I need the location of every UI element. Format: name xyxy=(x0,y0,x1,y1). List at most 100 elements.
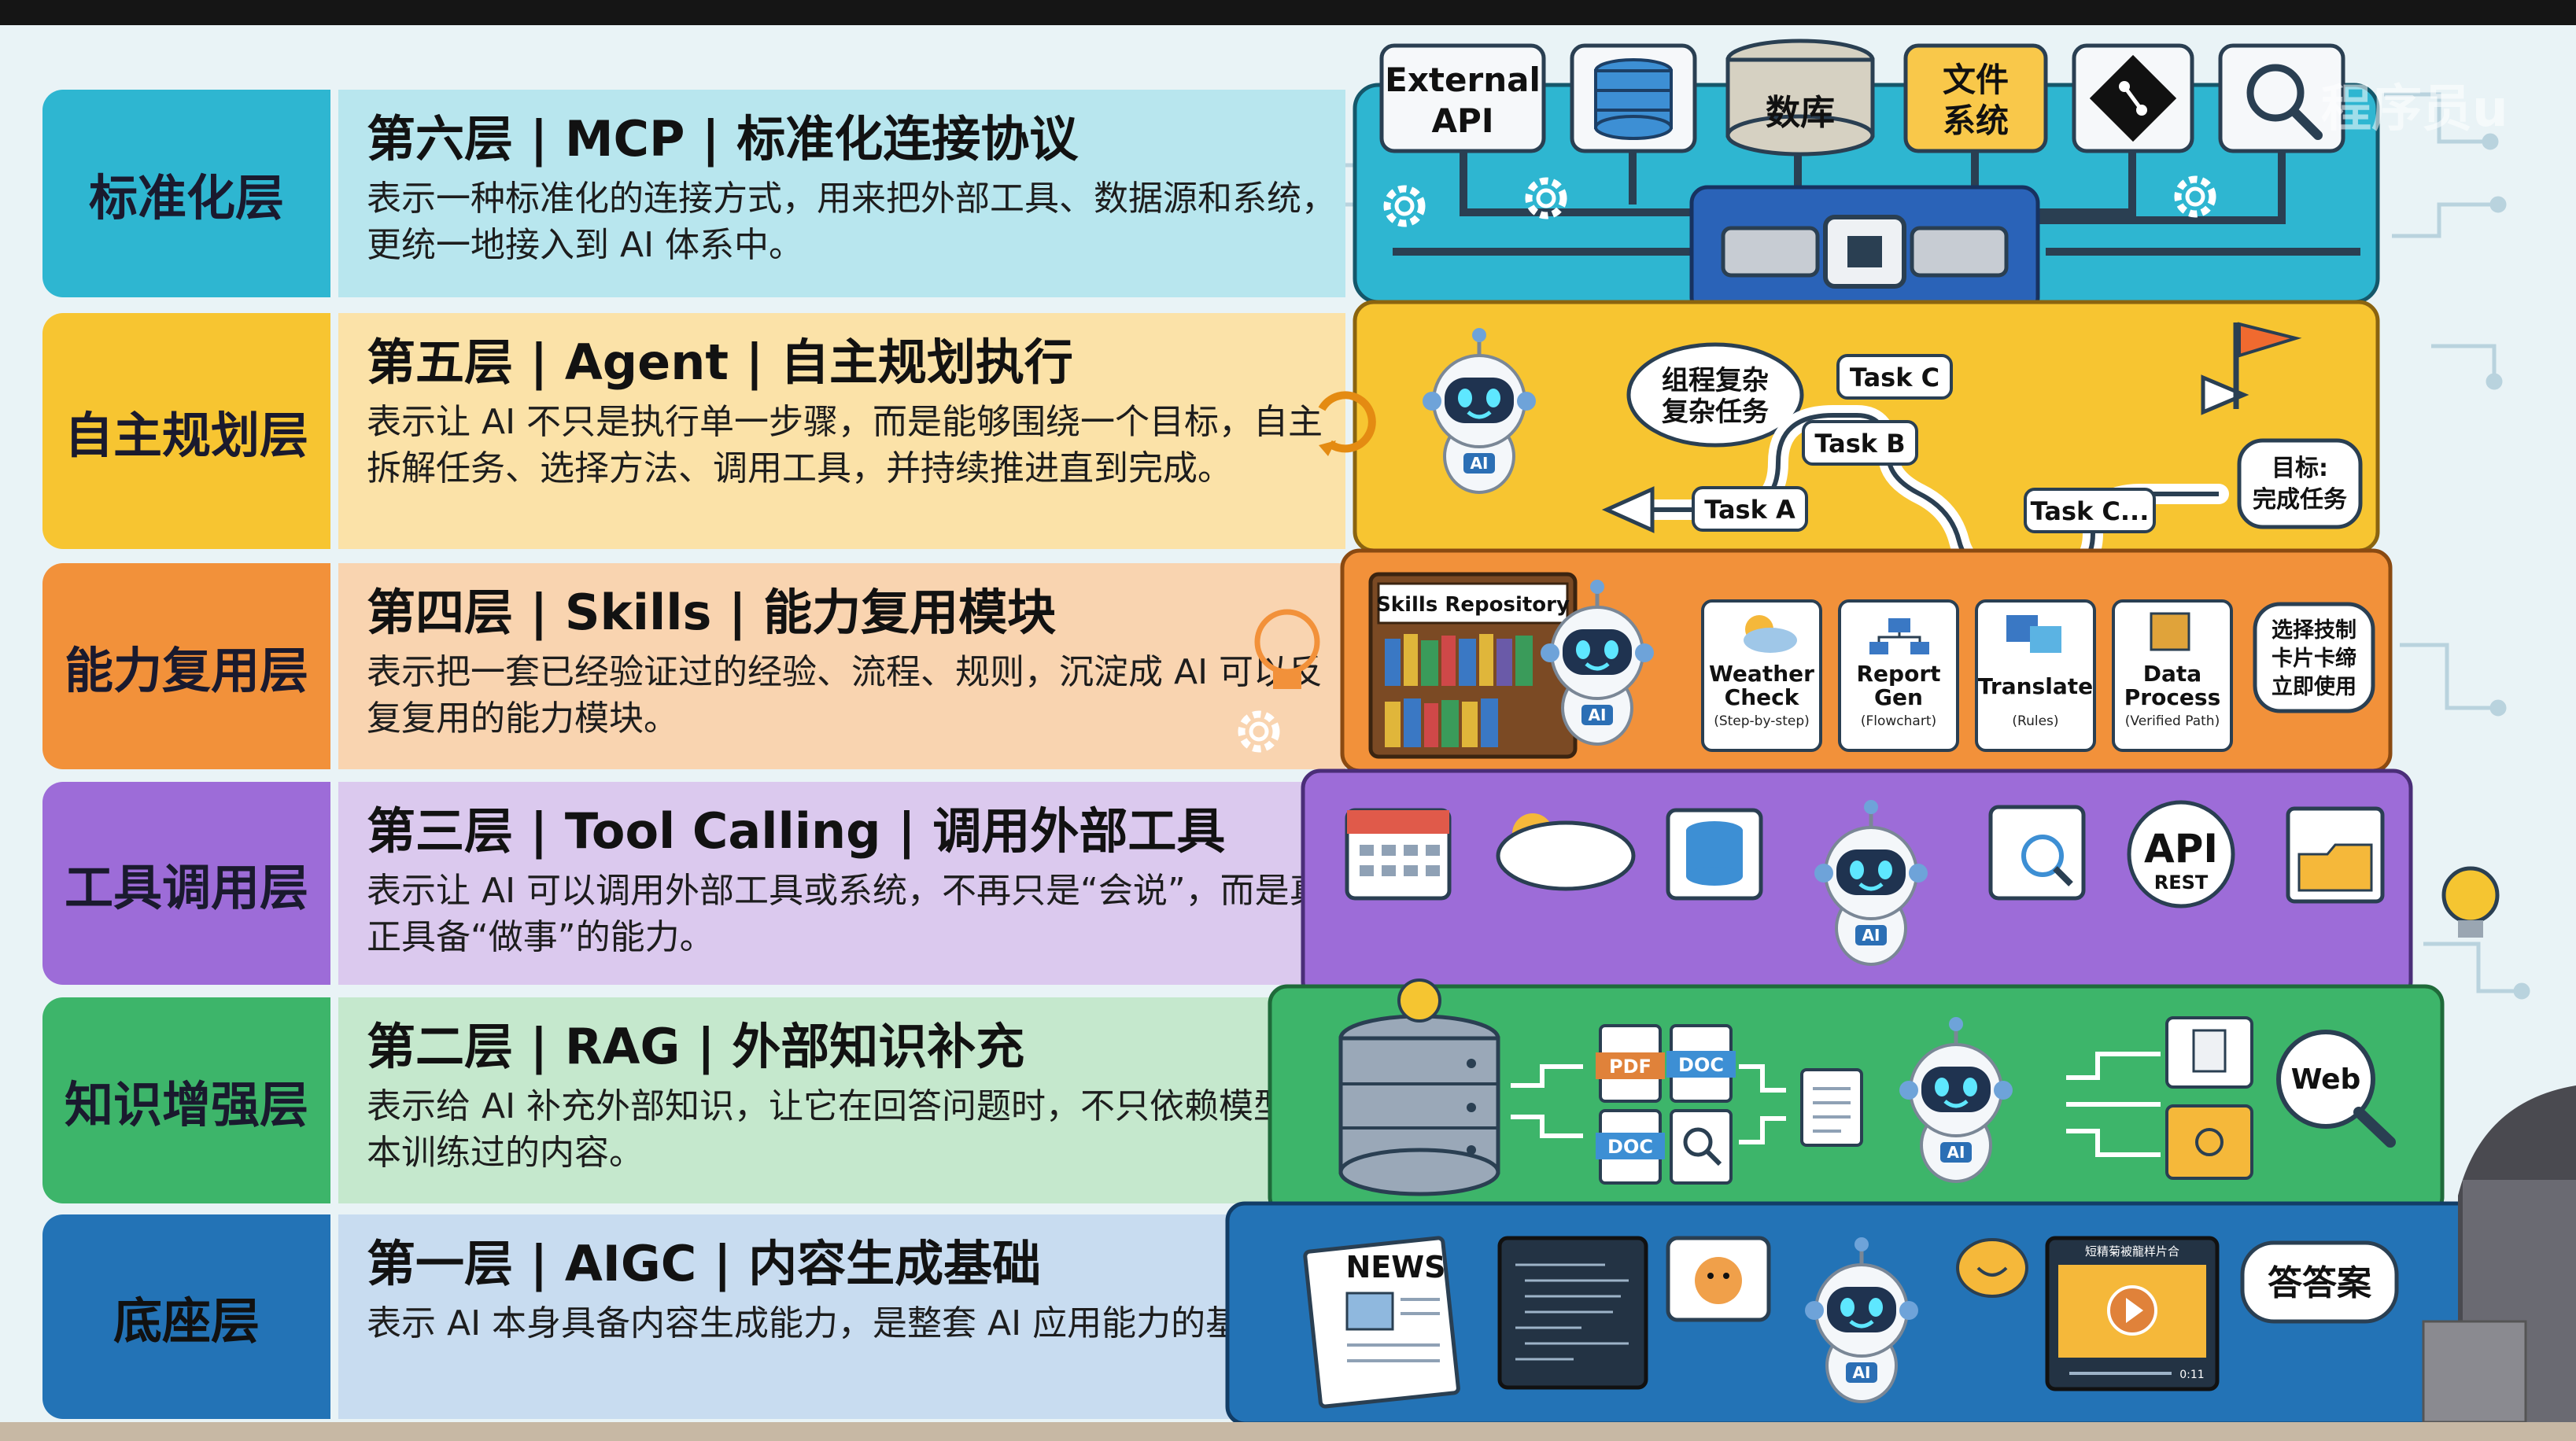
svg-text:External: External xyxy=(1385,61,1541,99)
svg-text:Web: Web xyxy=(2291,1063,2361,1096)
svg-text:PDF: PDF xyxy=(1609,1056,1652,1078)
layer-5-title: 第五层 | Agent | 自主规划执行 xyxy=(367,334,1073,391)
svg-text:(Step-by-step): (Step-by-step) xyxy=(1714,713,1810,729)
svg-text:API: API xyxy=(2144,826,2218,872)
ai-badge: AI xyxy=(1862,926,1880,945)
svg-text:Translate: Translate xyxy=(1978,673,2093,699)
webcam-overlay xyxy=(2422,1085,2576,1424)
svg-text:数库: 数库 xyxy=(1766,93,1835,133)
layer-3-body: 表示让 AI 可以调用外部工具或系统，不再只是“会说”，而是真正具备“做事”的能… xyxy=(367,871,1324,958)
layer-6-description: 第六层 | MCP | 标准化连接协议 表示一种标准化的连接方式，用来把外部工具… xyxy=(338,90,1345,297)
layer-1-body: 表示 AI 本身具备内容生成能力，是整套 AI 应用能力的基础。 xyxy=(367,1303,1310,1344)
svg-text:Gen: Gen xyxy=(1874,684,1923,710)
svg-text:0:11: 0:11 xyxy=(2179,1369,2204,1381)
database-cylinder: 数库 xyxy=(1725,39,1875,157)
database-server-icon xyxy=(1338,978,1500,1196)
svg-text:文件: 文件 xyxy=(1943,61,2009,99)
svg-text:Data: Data xyxy=(2143,661,2201,687)
layer-1-description: 第一层 | AIGC | 内容生成基础 表示 AI 本身具备内容生成能力，是整套… xyxy=(338,1214,1345,1419)
layer-3-description: 第三层 | Tool Calling | 调用外部工具 表示让 AI 可以调用外… xyxy=(338,782,1345,985)
gear-icon xyxy=(1242,714,1276,749)
weather-cloud-icon xyxy=(1496,813,1636,891)
svg-text:DOC: DOC xyxy=(1678,1054,1724,1076)
svg-text:(Flowchart): (Flowchart) xyxy=(1861,713,1936,729)
layer-1-label: 底座层 xyxy=(42,1214,330,1419)
svg-text:Task C: Task C xyxy=(1850,363,1939,392)
folder-icon xyxy=(2165,1104,2253,1180)
doc-icon: DOC xyxy=(1666,1024,1736,1103)
document-icon xyxy=(2165,1016,2253,1089)
skills-repository-shelf: Skills Repository xyxy=(1368,572,1578,759)
ai-badge: AI xyxy=(1947,1143,1965,1162)
bottom-bar xyxy=(0,1422,2576,1441)
goal-bubble: 目标: 完成任务 xyxy=(2237,438,2363,529)
svg-text:Check: Check xyxy=(1725,684,1800,710)
ai-badge: AI xyxy=(1589,706,1607,724)
layer-4-label: 能力复用层 xyxy=(42,563,330,769)
svg-text:完成任务: 完成任务 xyxy=(2253,486,2347,514)
task-c-label: Task C xyxy=(1836,354,1953,400)
svg-text:Task A: Task A xyxy=(1704,495,1795,525)
layer-4-title: 第四层 | Skills | 能力复用模块 xyxy=(367,584,1057,641)
svg-text:答答案: 答答案 xyxy=(2268,1263,2372,1303)
mcp-layer-panel: External API 数库 文件 系统 xyxy=(1353,39,2380,315)
layer-2-body: 表示给 AI 补充外部知识，让它在回答问题时，不只依赖模型原本训练过的内容。 xyxy=(367,1086,1323,1174)
layer-3-title: 第三层 | Tool Calling | 调用外部工具 xyxy=(367,802,1226,860)
layer-4-body: 表示把一套已经验证过的经验、流程、规则，沉淀成 AI 可以反复复用的能力模块。 xyxy=(367,652,1323,739)
layer-4-description: 第四层 | Skills | 能力复用模块 表示把一套已经验证过的经验、流程、规… xyxy=(338,563,1345,769)
layer-6-label: 标准化层 xyxy=(42,90,330,297)
skill-card-report: Report Gen (Flowchart) xyxy=(1838,599,1959,752)
skill-card-weather: Weather Check (Step-by-step) xyxy=(1701,599,1822,752)
svg-text:短精菊被龍样片合: 短精菊被龍样片合 xyxy=(2085,1244,2179,1259)
svg-text:复杂任务: 复杂任务 xyxy=(1662,396,1769,428)
search-doc-icon xyxy=(1988,805,2086,901)
search-icon xyxy=(2218,43,2345,153)
skills-layer-panel: Skills Repository Weather Check (Step-by… xyxy=(1242,474,2458,773)
pdf-doc-icon: PDF xyxy=(1596,1024,1665,1103)
tools-layer-panel: API REST AI xyxy=(1301,768,2500,1001)
watermark: 程序员u xyxy=(2321,80,2508,138)
rag-layer-panel: PDF DOC DOC xyxy=(1268,978,2445,1217)
task-b-label: Task B xyxy=(1802,420,1918,466)
layer-2-title: 第二层 | RAG | 外部知识补充 xyxy=(367,1018,1025,1075)
folder-icon xyxy=(2286,806,2385,904)
svg-text:目标:: 目标: xyxy=(2272,455,2328,482)
svg-text:REST: REST xyxy=(2154,872,2209,894)
calendar-icon xyxy=(1345,808,1452,901)
svg-text:NEWS: NEWS xyxy=(1345,1250,1445,1284)
document-icon xyxy=(1800,1068,1863,1147)
git-icon xyxy=(2072,43,2194,153)
svg-text:系统: 系统 xyxy=(1943,101,2009,140)
layer-1-title: 第一层 | AIGC | 内容生成基础 xyxy=(367,1235,1042,1292)
connector-plug-icon xyxy=(1689,185,2040,315)
lightbulb-icon xyxy=(2441,866,2500,938)
doc-icon: DOC xyxy=(1596,1109,1665,1185)
code-editor-icon xyxy=(1497,1236,1648,1390)
task-c2-label: Task C... xyxy=(2024,488,2156,533)
svg-text:选择技制: 选择技制 xyxy=(2272,618,2356,643)
select-card-bubble: 选择技制 卡片卡缔 立即使用 xyxy=(2253,602,2375,713)
newspaper-icon: NEWS xyxy=(1303,1236,1460,1409)
api-rest-icon: API REST xyxy=(2127,800,2235,908)
refresh-icon xyxy=(1318,391,1376,456)
filesystem-box: 文件 系统 xyxy=(1903,43,2048,153)
svg-text:API: API xyxy=(1432,101,1494,140)
svg-text:卡片卡缔: 卡片卡缔 xyxy=(2272,646,2356,671)
svg-text:Task C...: Task C... xyxy=(2031,496,2150,526)
feedback-arrow xyxy=(2389,474,2458,606)
svg-text:Skills Repository: Skills Repository xyxy=(1376,593,1570,617)
agent-layer-panel: 组程复杂 复杂任务 Task A Task B Task C Task C... xyxy=(1318,300,2380,583)
external-api-box: External API xyxy=(1379,43,1546,153)
aigc-layer-panel: NEWS 短精菊被龍样片合 0:11 答答案 xyxy=(1225,1201,2481,1426)
video-player-icon: 短精菊被龍样片合 0:11 xyxy=(2045,1236,2220,1391)
layer-5-description: 第五层 | Agent | 自主规划执行 表示让 AI 不只是执行单一步骤，而是… xyxy=(338,313,1345,549)
flag-icon xyxy=(2233,322,2302,409)
svg-text:(Verified Path): (Verified Path) xyxy=(2125,713,2220,729)
database-icon xyxy=(1666,808,1763,901)
arrow-left-icon xyxy=(1601,486,1655,533)
ai-badge: AI xyxy=(1471,454,1489,473)
layer-2-description: 第二层 | RAG | 外部知识补充 表示给 AI 补充外部知识，让它在回答问题… xyxy=(338,997,1345,1203)
cat-image-icon xyxy=(1666,1236,1771,1322)
svg-text:Report: Report xyxy=(1856,661,1940,687)
